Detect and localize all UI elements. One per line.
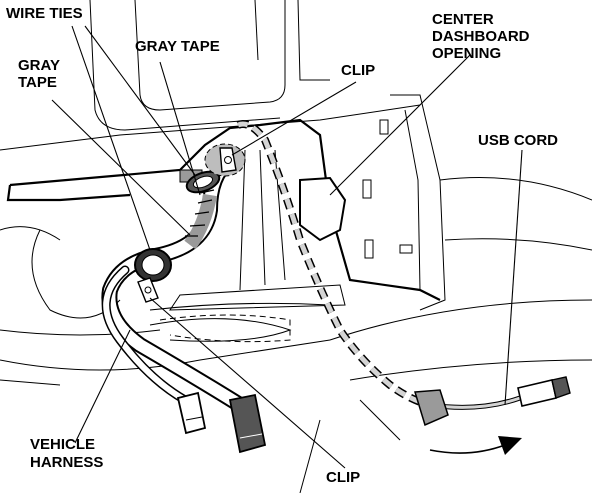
- center-dashboard-opening: [299, 176, 347, 242]
- label-vehicle-harness-line1: VEHICLE: [30, 436, 96, 453]
- label-clip-bottom: CLIP: [326, 469, 361, 486]
- label-center-dashboard-line1: CENTER: [432, 11, 494, 28]
- harness-connector-small: [176, 391, 207, 435]
- label-center-dashboard-line2: DASHBOARD: [432, 28, 530, 45]
- leader-lines: [51, 25, 523, 469]
- direction-arrow: [429, 436, 522, 455]
- label-gray-tape-left-line1: GRAY: [18, 57, 60, 74]
- label-clip-top: CLIP: [341, 62, 376, 79]
- clip-upper: [204, 143, 246, 177]
- harness-connector-large: [228, 393, 267, 454]
- wire-tie-lower: [134, 248, 172, 282]
- usb-cord: [236, 120, 521, 427]
- label-center-dashboard-line3: OPENING: [432, 45, 502, 62]
- label-wire-ties: WIRE TIES: [6, 5, 83, 22]
- usb-connector: [517, 376, 571, 407]
- label-gray-tape-left-line2: TAPE: [18, 74, 57, 91]
- label-vehicle-harness-line2: HARNESS: [30, 454, 104, 471]
- center-console: [6, 118, 441, 343]
- clip-lower: [137, 277, 159, 303]
- label-usb-cord: USB CORD: [478, 132, 559, 149]
- label-gray-tape-top: GRAY TAPE: [135, 38, 220, 55]
- vehicle-harness: [101, 152, 248, 413]
